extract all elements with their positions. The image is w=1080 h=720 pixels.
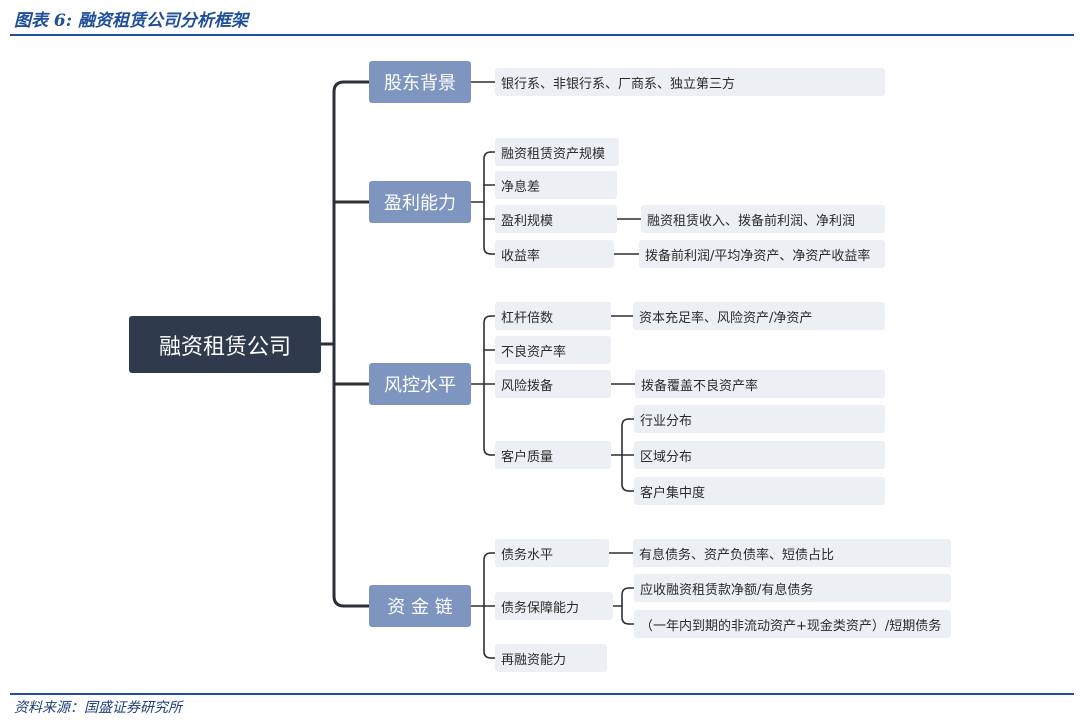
leaf-yield-detail: 拨备前利润/平均净资产、净资产收益率	[639, 240, 885, 268]
leaf-industry-distribution: 行业分布	[634, 405, 885, 433]
connector-trunk	[332, 80, 346, 608]
connector-profit-vertical	[483, 151, 492, 255]
leaf-risk-provision: 风险拨备	[495, 370, 611, 398]
node-profitability: 盈利能力	[369, 181, 471, 223]
figure-title: 图表 6: 融资租赁公司分析框架	[14, 11, 248, 31]
node-funding-chain: 资 金 链	[369, 585, 471, 627]
bottom-rule	[10, 693, 1074, 695]
connector-risk-vertical	[483, 315, 492, 456]
leaf-region-distribution: 区域分布	[634, 441, 885, 469]
leaf-customer-quality: 客户质量	[495, 441, 611, 469]
leaf-net-interest-margin: 净息差	[495, 171, 617, 199]
node-shareholder: 股东背景	[369, 61, 471, 103]
leaf-leverage: 杠杆倍数	[495, 302, 611, 330]
leaf-refinancing: 再融资能力	[495, 644, 607, 672]
leaf-debt-level-detail: 有息债务、资产负债率、短债占比	[633, 539, 951, 567]
leaf-profit-scale: 盈利规模	[495, 205, 617, 233]
leaf-profit-scale-detail: 融资租赁收入、拨备前利润、净利润	[641, 205, 885, 233]
leaf-leverage-detail: 资本充足率、风险资产/净资产	[633, 302, 885, 330]
leaf-receivables-to-debt: 应收融资租赁款净额/有息债务	[634, 574, 951, 602]
root-node: 融资租赁公司	[129, 316, 321, 373]
leaf-yield: 收益率	[495, 240, 614, 268]
figure-source: 资料来源：国盛证券研究所	[14, 700, 182, 716]
connector-coverage-vertical	[621, 587, 630, 625]
leaf-shareholder-types: 银行系、非银行系、厂商系、独立第三方	[495, 68, 885, 96]
leaf-debt-coverage: 债务保障能力	[495, 592, 613, 620]
leaf-debt-level: 债务水平	[495, 539, 609, 567]
leaf-liquid-assets-to-short-debt: （一年内到期的非流动资产+现金类资产）/短期债务	[634, 610, 951, 638]
top-rule	[10, 34, 1074, 36]
leaf-npa-ratio: 不良资产率	[495, 336, 611, 364]
leaf-customer-concentration: 客户集中度	[634, 477, 885, 505]
leaf-provision-detail: 拨备覆盖不良资产率	[635, 370, 885, 398]
node-risk-control: 风控水平	[369, 363, 471, 405]
leaf-lease-asset-scale: 融资租赁资产规模	[495, 138, 619, 166]
